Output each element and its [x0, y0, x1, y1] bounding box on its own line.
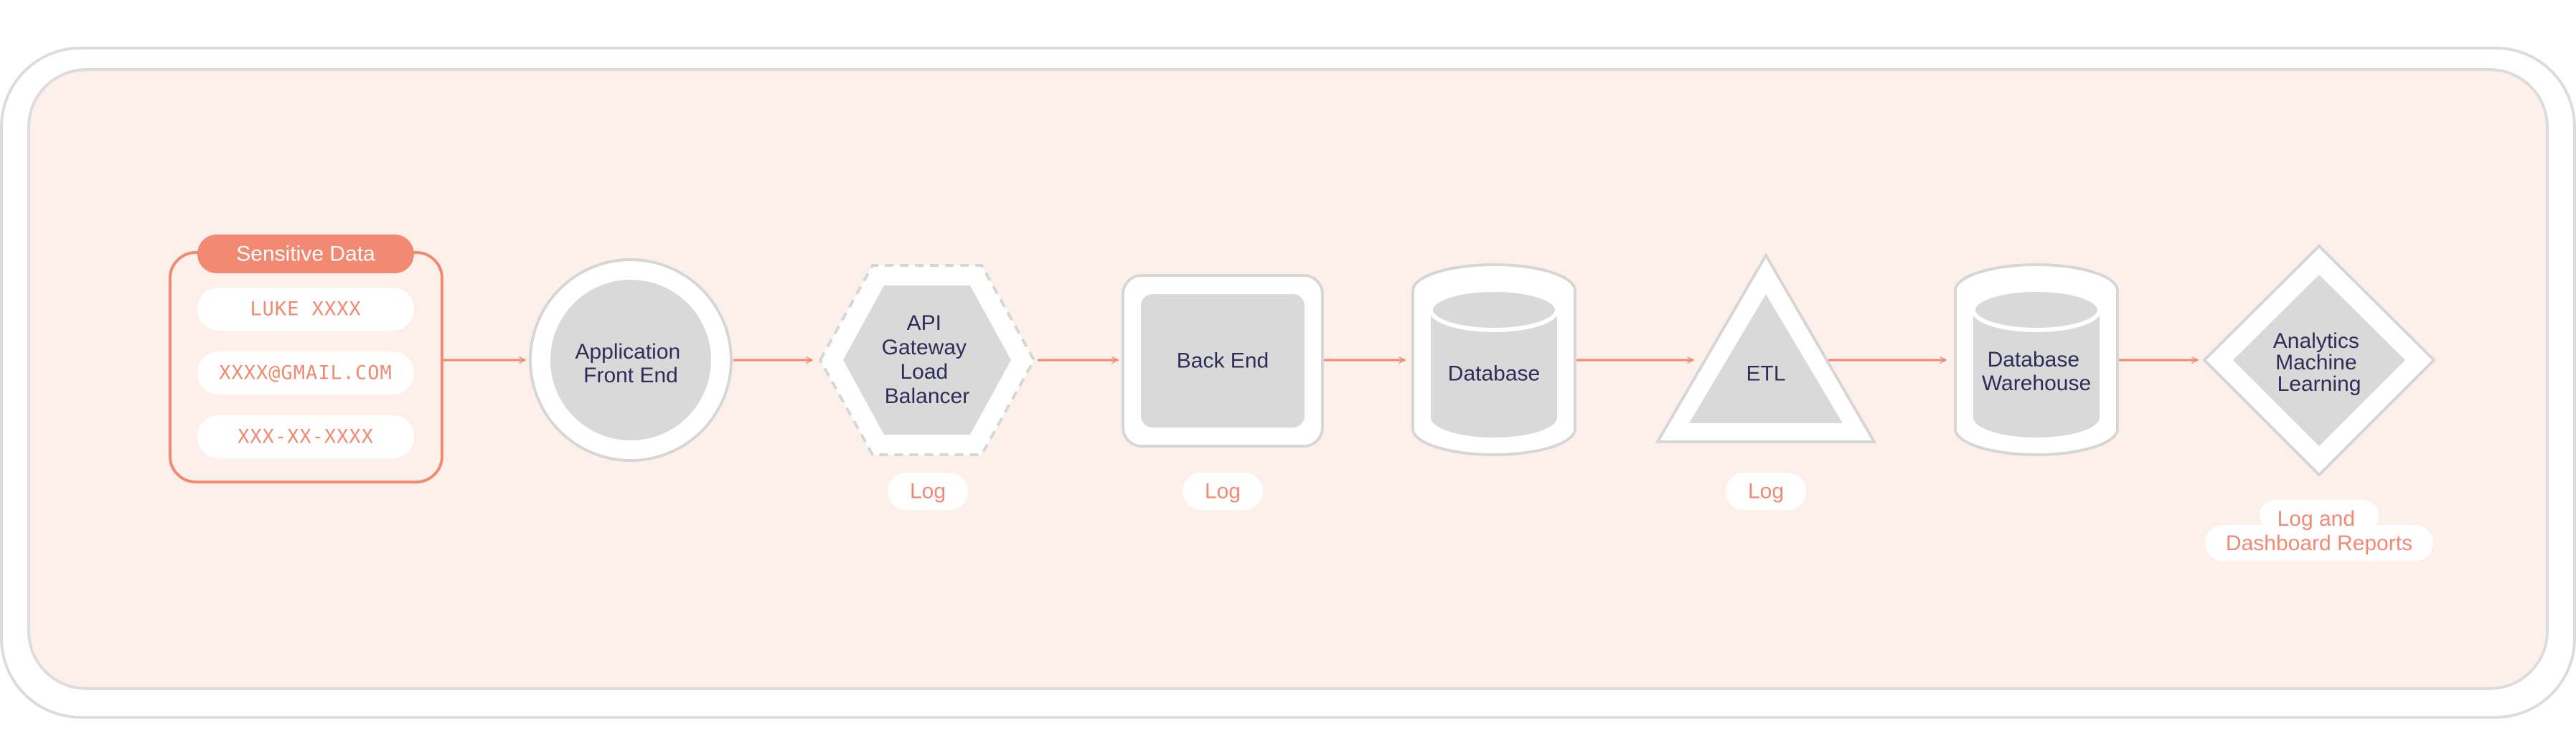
node-label: Database Warehouse [1982, 348, 2091, 395]
node-label: Analytics Machine Learning [2273, 329, 2365, 396]
log-badge [2205, 525, 2433, 561]
log-label: Log [1205, 480, 1241, 504]
triangle-icon-inner [1689, 294, 1843, 423]
sensitive-item-name: LUKE XXXX [250, 298, 361, 321]
diamond-icon-inner [2233, 275, 2405, 446]
log-label: Log [1748, 480, 1784, 504]
sensitive-item-ssn: XXX-XX-XXXX [238, 426, 374, 448]
log-label: Log and Dashboard Reports [2226, 507, 2412, 555]
cylinder-icon-inner [1431, 310, 1557, 438]
log-label: Log [910, 480, 946, 504]
node-frontend: Application Front End [529, 258, 733, 462]
node-label: Back End [1177, 349, 1269, 373]
cylinder-icon-inner [1973, 310, 2100, 438]
node-analytics: Analytics Machine Learning Log and Dashb… [2202, 244, 2436, 561]
sensitive-item-pill [197, 351, 414, 394]
node-label: API Gateway Load Balancer [882, 311, 973, 408]
hexagon-icon-inner [843, 285, 1011, 435]
node-gateway: API Gateway Load Balancer Log [818, 264, 1036, 510]
node-label: Application Front End [575, 340, 686, 387]
sensitive-item-pill [197, 288, 414, 331]
cylinder-icon-top [1971, 288, 2102, 332]
node-database: Database [1411, 263, 1576, 456]
node-label: Database [1448, 362, 1540, 386]
rounded-square-icon-inner [1141, 294, 1305, 427]
log-badge [1726, 473, 1806, 510]
node-etl: ETL Log [1655, 252, 1877, 510]
log-badge [888, 473, 968, 510]
log-badge [1183, 473, 1263, 510]
sensitive-data-group: Sensitive Data LUKE XXXX XXXX@GMAIL.COM … [169, 235, 443, 483]
node-label: ETL [1746, 362, 1785, 386]
sensitive-item-pill [197, 415, 414, 458]
sensitive-data-header: Sensitive Data [236, 242, 375, 266]
sensitive-item-email: XXXX@GMAIL.COM [219, 362, 392, 384]
sensitive-data-header-pill [197, 235, 414, 273]
node-backend: Back End Log [1122, 274, 1324, 510]
cylinder-icon-top [1429, 288, 1559, 332]
log-badge [2260, 500, 2379, 531]
circle-icon-inner [550, 280, 711, 440]
node-warehouse: Database Warehouse [1954, 263, 2119, 456]
